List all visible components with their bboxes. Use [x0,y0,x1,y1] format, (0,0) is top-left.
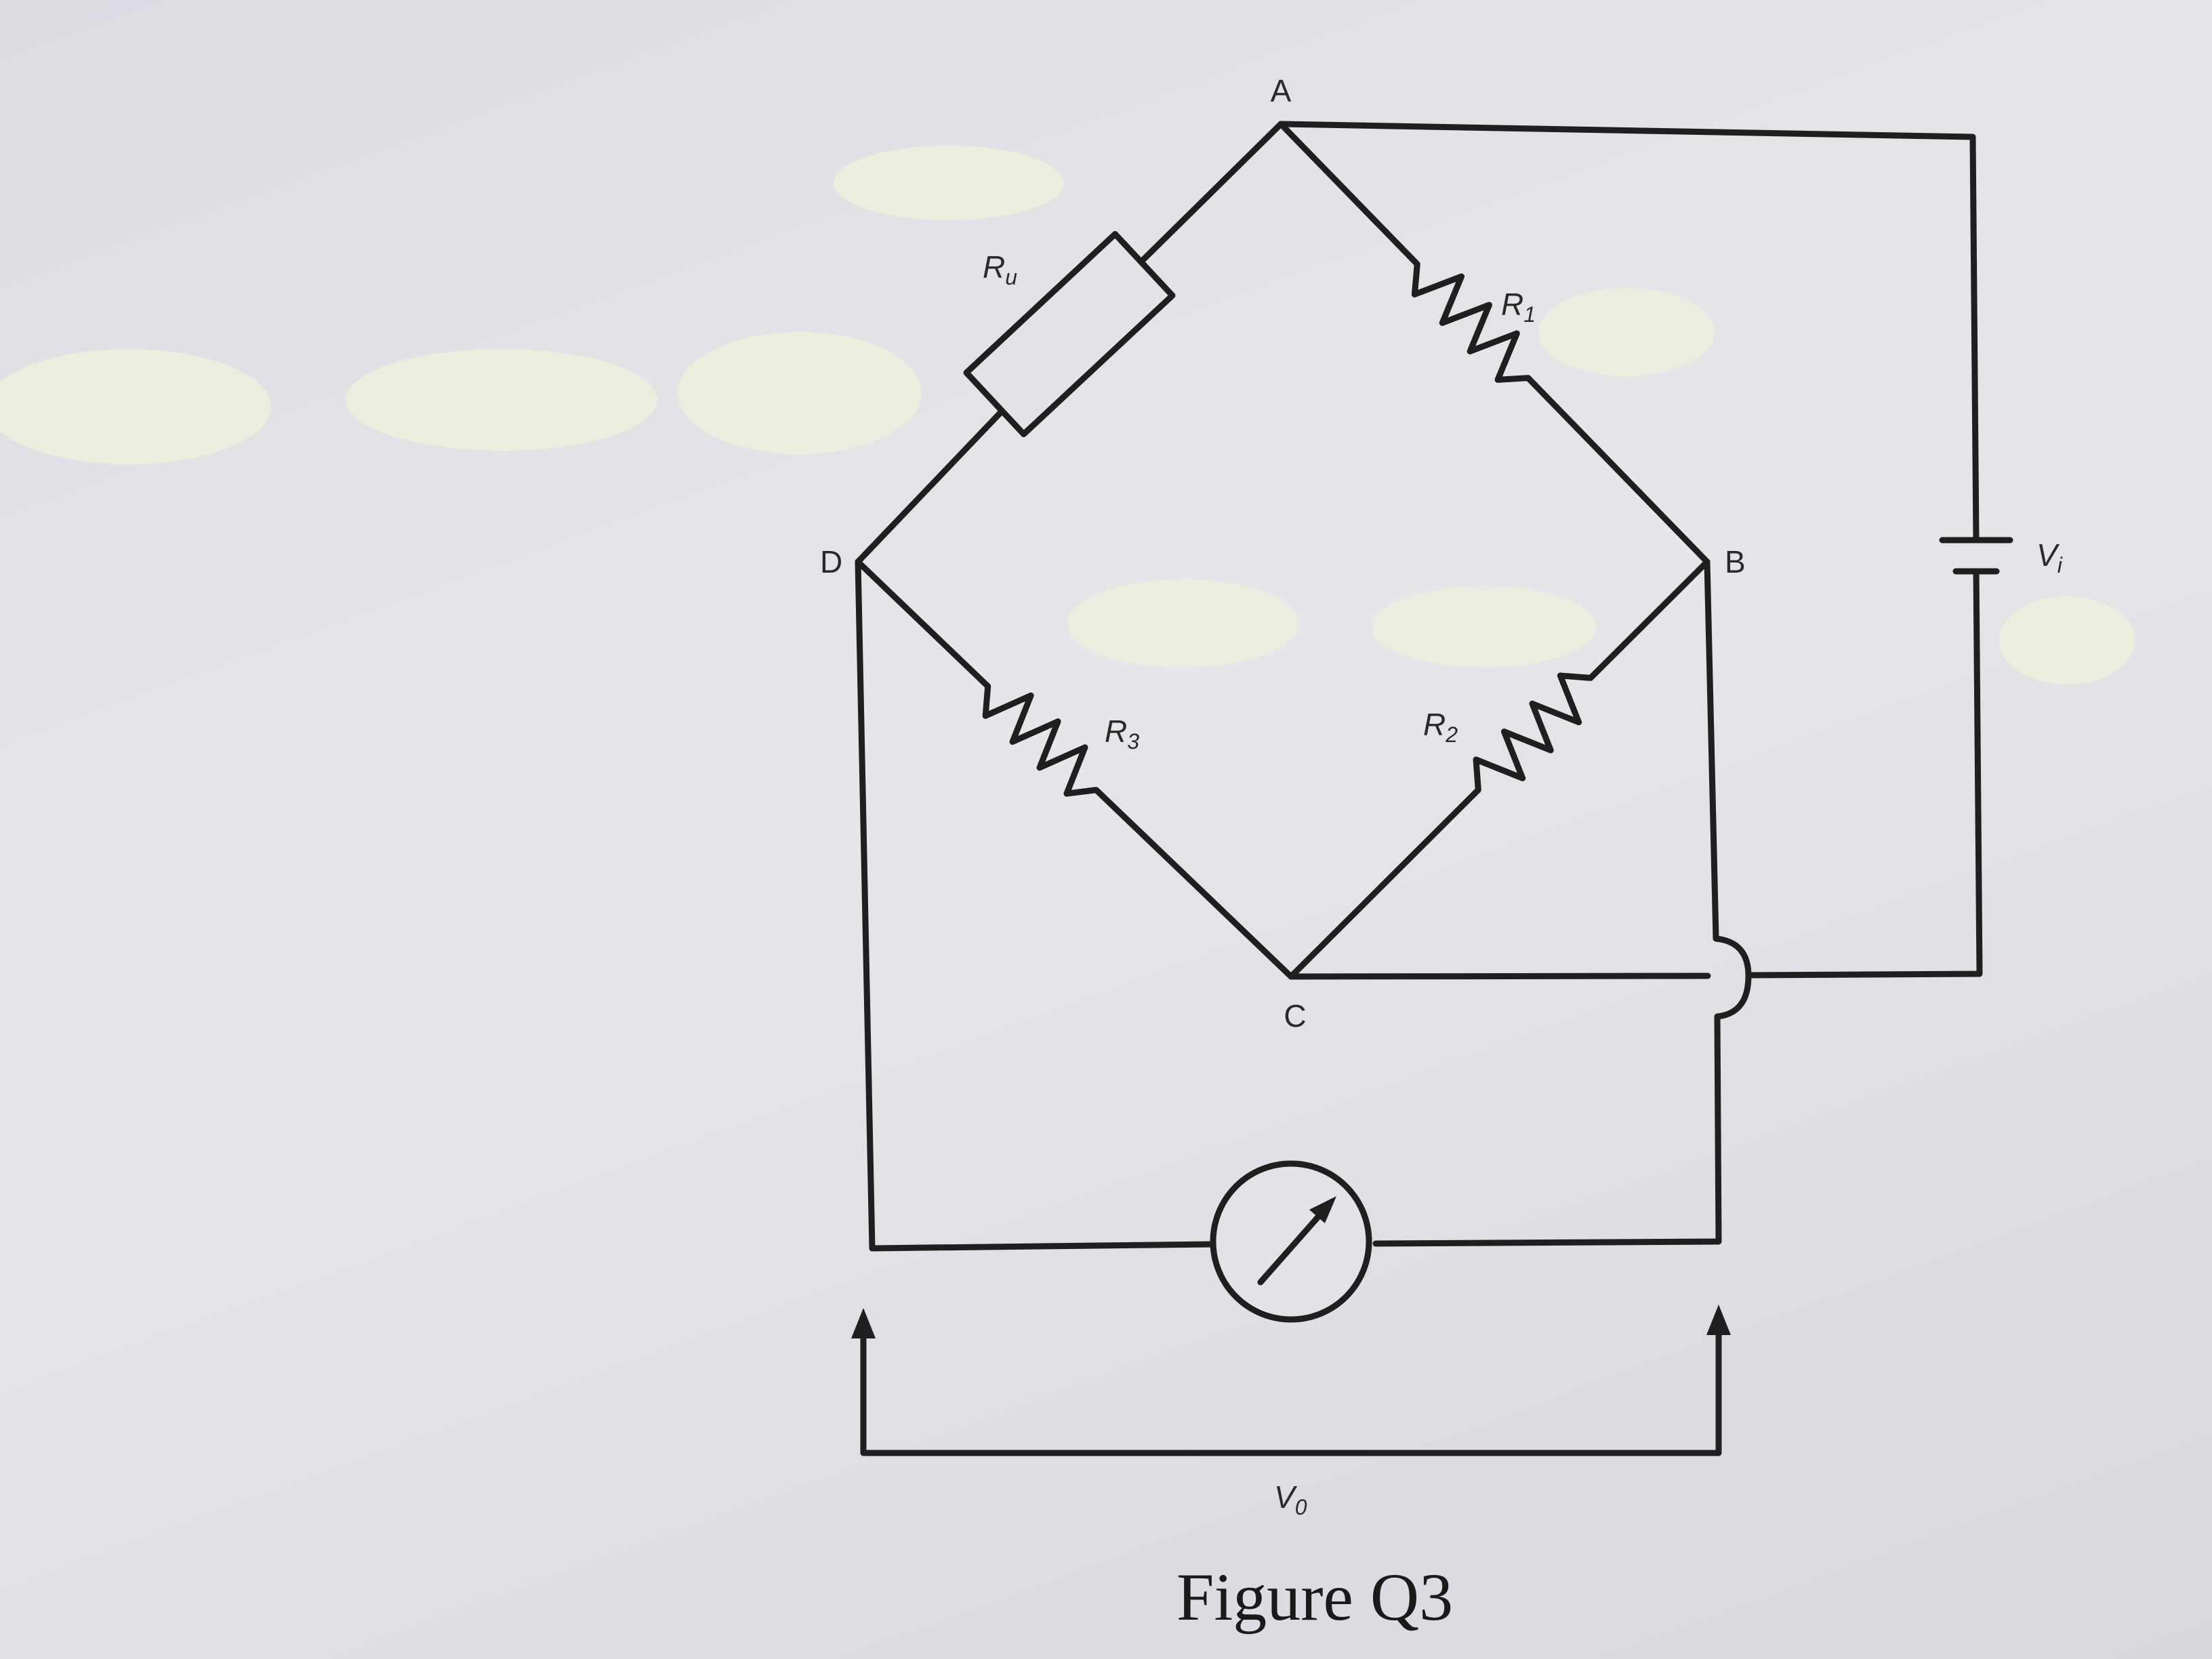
label-ru: Ru [983,249,1017,289]
battery-vi [1939,537,2013,575]
label-r2: R2 [1423,707,1458,747]
node-label-c: C [1284,998,1306,1033]
wires [855,121,1983,1252]
label-r1: R1 [1501,287,1536,327]
wire-d-ru [855,407,1006,565]
node-label-d: D [820,544,842,579]
resistor-r2 [1288,558,1711,980]
vo-arrows [851,1305,1731,1456]
correction-fluid-marks [0,146,2135,684]
wire-battery-c [1745,568,1983,979]
wire-c [1288,972,1711,980]
label-vi: Vi [2036,537,2063,577]
wire-ru-a [1135,121,1284,268]
resistor-ru [963,230,1176,438]
resistor-r3 [855,558,1294,980]
node-label-b: B [1725,544,1746,579]
galvanometer [1210,1160,1372,1323]
label-r3: R3 [1105,714,1139,754]
arrow-icon [1309,1196,1336,1223]
figure-caption: Figure Q3 [1176,1559,1453,1635]
wire-d-meter [855,558,1216,1252]
arrow-up-icon [851,1308,876,1338]
resistor-r1 [1277,121,1711,565]
arrow-up-icon [1706,1305,1731,1335]
wire-b-meter [1372,558,1752,1247]
node-label-a: A [1271,73,1292,108]
wire-a-battery [1277,121,1980,544]
label-vo: V0 [1274,1479,1307,1519]
